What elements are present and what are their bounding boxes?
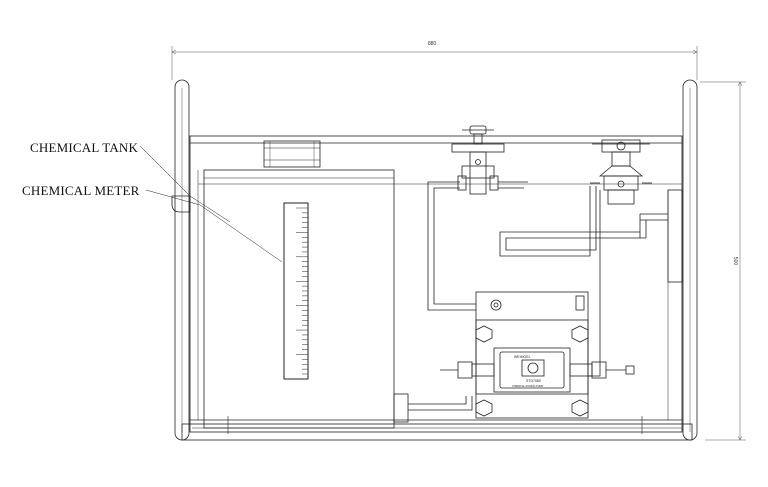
chemical-meter	[283, 202, 309, 380]
pump-subtext: CHEMICAL DOSING PUMP	[512, 385, 544, 388]
pressure-regulator	[590, 139, 652, 205]
chemical-meter-label: CHEMICAL METER	[22, 183, 140, 198]
width-dimension-label: 880	[428, 41, 437, 47]
dosing-pump: WEIMOEL STD7080 CHEMICAL DOSING PUMP	[440, 291, 635, 419]
height-dimension	[700, 81, 746, 441]
chemical-tank	[203, 140, 409, 429]
frame-body	[189, 135, 683, 433]
leader-lines	[139, 145, 283, 263]
chemical-tank-label: CHEMICAL TANK	[30, 140, 139, 155]
piping	[408, 181, 668, 411]
frame-handle-left	[174, 79, 190, 441]
width-dimension	[171, 46, 698, 80]
frame-handle-right	[682, 79, 698, 441]
relief-valve	[451, 125, 528, 195]
pump-brand-text: WEIMOEL	[514, 355, 531, 359]
pump-model-text: STD7080	[526, 379, 541, 383]
meter-scale	[296, 207, 308, 375]
frame-side-fitting	[171, 195, 191, 213]
